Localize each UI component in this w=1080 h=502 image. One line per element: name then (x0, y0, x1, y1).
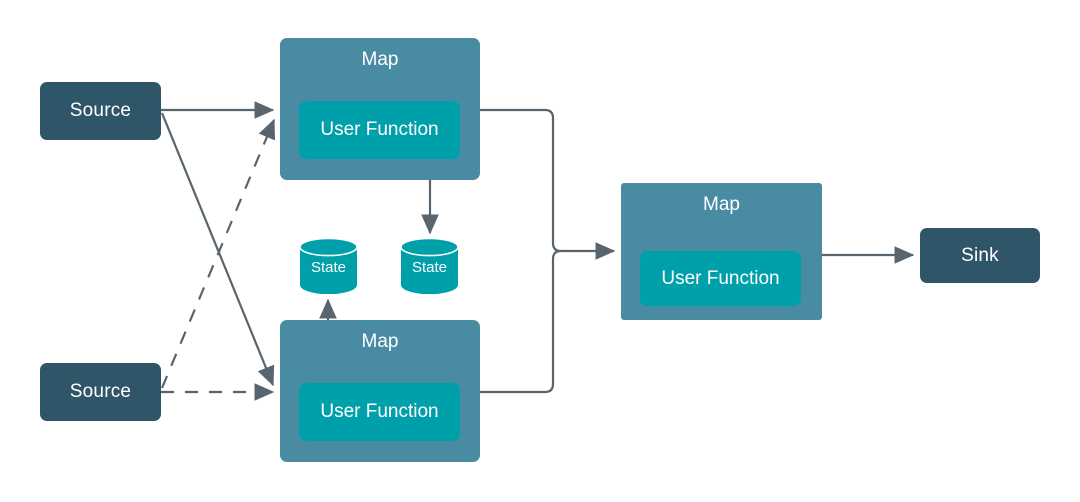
source-top-label: Source (69, 100, 132, 121)
node-sink[interactable]: Sink (920, 228, 1040, 283)
map-top-title: Map (361, 49, 399, 70)
edge-source-top-to-map-bottom (160, 112, 275, 387)
user-function-map-top[interactable]: User Function (299, 101, 460, 159)
node-state-left[interactable]: State (299, 237, 358, 295)
map-bottom-title: Map (361, 331, 399, 352)
state-cylinder-icon (299, 237, 358, 295)
map-middle-title: Map (703, 194, 740, 215)
node-state-right[interactable]: State (400, 237, 459, 295)
edge-map-top-to-map-middle (480, 108, 616, 260)
node-source-top[interactable]: Source (40, 82, 161, 140)
state-cylinder-icon (400, 237, 459, 295)
user-function-map-bottom[interactable]: User Function (299, 383, 460, 441)
user-function-map-bottom-label: User Function (320, 401, 439, 422)
sink-label: Sink (961, 244, 999, 266)
user-function-map-top-label: User Function (320, 119, 439, 140)
edge-source-bottom-to-map-top (160, 118, 276, 389)
source-bottom-label: Source (69, 381, 132, 402)
user-function-map-middle[interactable]: User Function (640, 251, 801, 306)
user-function-map-middle-label: User Function (661, 267, 780, 289)
edge-map-bottom-to-map-middle (480, 249, 562, 394)
node-source-bottom[interactable]: Source (40, 363, 161, 421)
